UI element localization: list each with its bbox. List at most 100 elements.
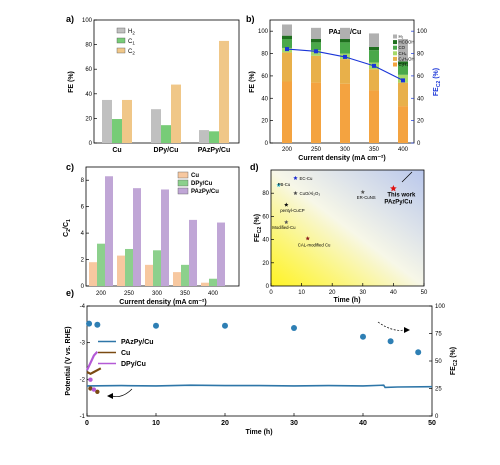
panel-d-x-ticklabel-2: 20 [329,290,336,296]
panel-e-fe-dot-2 [153,322,159,329]
panel-b-bar-3-1 [369,69,379,91]
legend-swatch-c1 [116,37,126,44]
panel-b-bar-1-0 [311,82,321,143]
panel-a-bar-2-1 [209,131,219,143]
panel-a-bar-0-2 [122,99,132,143]
panel-e-x-ticklabel-3: 30 [290,420,298,427]
panel-b-bar-1-3 [311,42,321,51]
panel-a-bar-1-2 [171,84,181,143]
panel-c-y-ticklabel-3: 6 [81,205,85,211]
panel-c-bar-0-0 [89,262,97,286]
panel-d-label: d) [250,162,259,172]
panel-d-point-label-4: ER-CuNS [357,195,376,200]
panel-b-bar-2-5 [340,27,350,40]
panel-d-point-2 [293,190,298,196]
panel-b-bar-3-4 [369,46,379,51]
panel-e-yright-ticklabel-3: 75 [435,332,442,338]
panel-b-bar-2-3 [340,42,350,54]
panel-b-yright-ticklabel-5: 100 [417,29,428,35]
panel-d-point-4 [360,189,365,194]
panel-b-bar-1-1 [311,55,321,83]
legend-label-c2: C2 [128,49,135,56]
panel-b-bar-1-4 [311,39,321,43]
panel-c-bar-2-1 [153,250,161,286]
panel-e-yright-ticklabel-0: 0 [435,414,439,420]
panel-b-legend-swatch-4 [393,56,397,61]
panel-d-point-6 [305,236,310,241]
panel-e-x-ticklabel-1: 10 [152,420,160,427]
panel-e-line-2 [86,351,99,371]
panel-b-bar-2-0 [340,83,350,143]
panel-c-bar-1-0 [117,255,125,286]
panel-d-point-label-pazpy: PAzPy/Cu [384,200,412,206]
panel-e-fe-dot-1 [94,321,101,328]
panel-c-bar-4-1 [209,278,217,286]
panel-e-ylabel-right: FEC2 (%) [450,347,459,375]
panel-e-fe-cu-dot-1 [95,389,100,394]
panel-c-legend-label-1: DPy/Cu [191,181,213,187]
panel-e-legend-label-1: Cu [121,350,130,357]
panel-c-bar-2-2 [161,189,169,286]
panel-b-yright-ticklabel-0: 0 [417,141,421,147]
panel-e-y-ticklabel-2: -2 [80,377,86,383]
panel-c-legend-swatch-1 [177,179,189,187]
panel-c-bar-0-1 [97,243,105,286]
panel-b-y-ticklabel-1: 20 [261,119,268,125]
panel-d-point-7 [390,185,397,192]
panel-b-bar-4-0 [398,106,408,143]
panel-e-arrow-left [111,388,133,398]
panel-b-legend-swatch-2 [393,45,397,50]
panel-b-bar-2-4 [340,39,350,43]
panel-e-fe-dpy-dot-1 [91,387,97,392]
legend-swatch-h2 [116,27,126,34]
panel-b-y-ticklabel-0: 0 [265,141,269,147]
legend-label-c1: C1 [128,39,135,46]
panel-e-line-1 [86,367,102,376]
panel-b-legend-swatch-1 [393,40,397,45]
panel-d-point-label-5: Modified-Cu [272,225,296,230]
panel-e-arrowhead-left [107,393,113,399]
panel-b-y-ticklabel-4: 80 [261,52,268,58]
panel-b-bar-4-3 [398,64,408,75]
panel-a-legend: H2 C1 C2 [116,27,135,56]
panel-c-bar-2-0 [145,264,153,286]
panel-d-x-ticklabel-3: 30 [359,290,366,296]
panel-c-y-ticklabel-0: 0 [81,284,85,290]
panel-c-legend-swatch-2 [177,187,189,195]
panel-d-y-ticklabel-2: 40 [262,238,269,244]
panel-b-yright-ticklabel-2: 40 [417,96,424,102]
panel-d-point-1 [276,182,281,187]
panel-e-fe-cu-dot-0 [88,386,93,391]
panel-d-ylabel: FEC2 (%) [254,214,263,242]
panel-b-bar-1-5 [311,27,321,40]
panel-b-fe-point-1 [314,49,318,54]
panel-c-category-3: 350 [180,291,191,297]
panel-b-legend-swatch-5 [393,62,397,67]
panel-a-y-ticklabel-4: 80 [85,43,92,49]
panel-e-fe-dot-6 [387,338,394,345]
panel-b-legend-label-5: C₂H₄ [399,62,409,67]
panel-e-arrowhead-right [404,327,410,333]
panel-a-bar-1-0 [151,109,161,143]
panel-b-bar-2-1 [340,59,350,84]
panel-b-yright-ticklabel-4: 80 [417,52,424,58]
legend-label-h2: H2 [128,29,135,36]
panel-b-category-1: 250 [311,147,322,153]
panel-d-point-label-0: EC-Cu [299,176,313,181]
panel-c-bar-4-0 [201,282,209,286]
panel-e-fe-dot-7 [415,349,422,356]
panel-d-x-ticklabel-4: 40 [390,290,397,296]
panel-d-y-ticklabel-1: 20 [262,261,269,267]
panel-b-category-2: 300 [340,147,351,153]
panel-d-x-ticklabel-1: 10 [298,290,305,296]
panel-c-bar-1-1 [125,248,133,286]
panel-b-y-ticklabel-5: 100 [258,29,269,35]
panel-d-point-label-3: pentyl-CuCP [280,208,304,213]
panel-d-arrow [401,171,413,183]
panel-c-category-1: 250 [124,291,135,297]
